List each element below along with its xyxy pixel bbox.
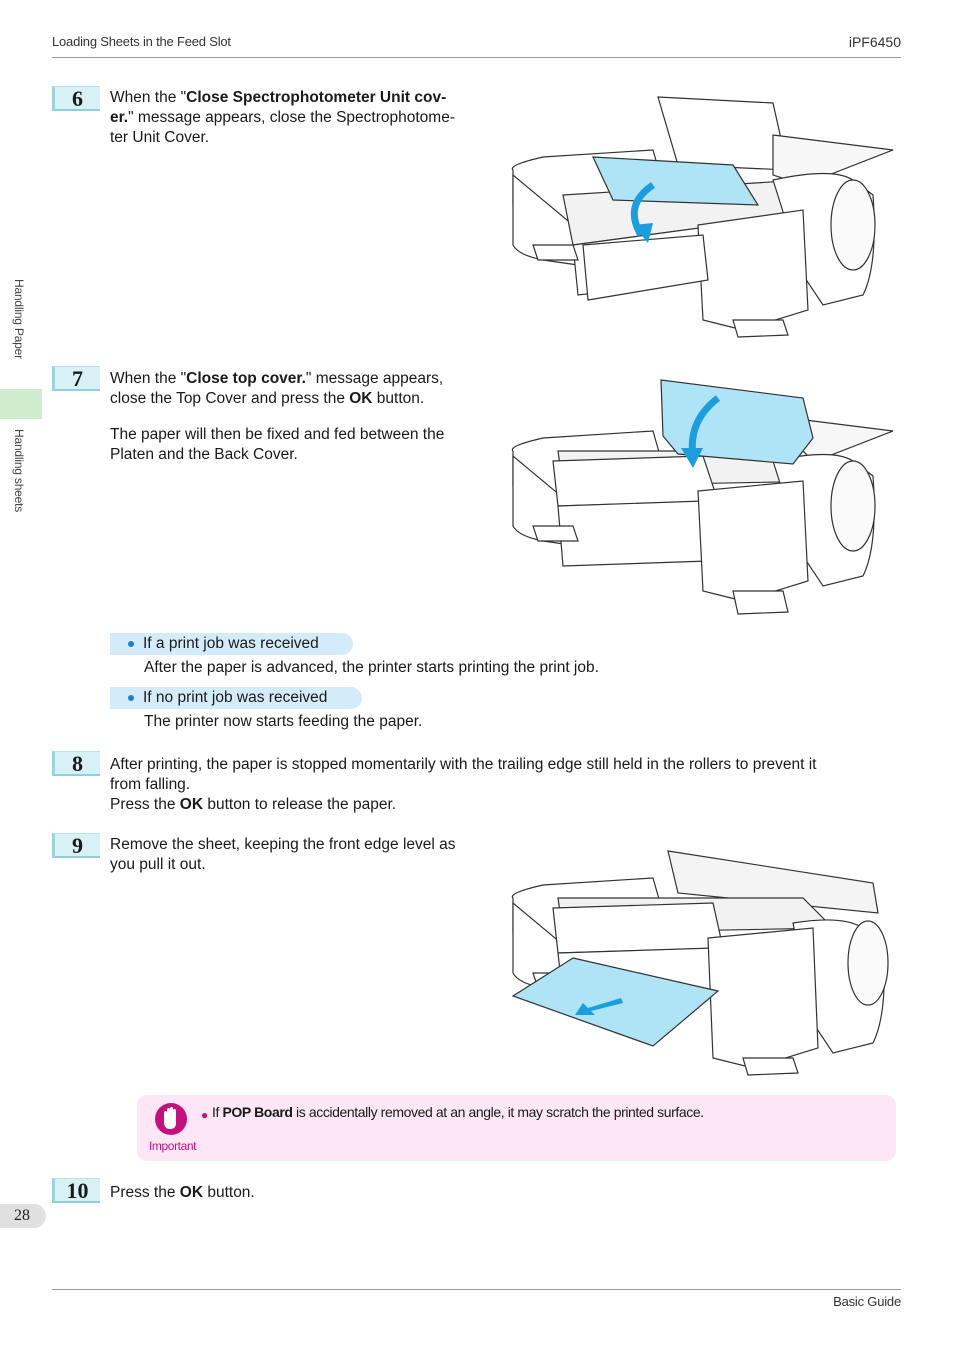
step-9-number: 9 — [52, 833, 100, 858]
step-7-note: The paper will then be fixed and fed bet… — [110, 426, 445, 463]
step-7-text: When the "Close top cover." message appe… — [110, 370, 444, 407]
hand-stop-icon — [155, 1103, 187, 1135]
bullet-print-job-received: If a print job was received — [110, 633, 353, 655]
step-10-number: 10 — [52, 1178, 100, 1203]
chapter-tab-marker — [0, 389, 42, 419]
step-9-text: Remove the sheet, keeping the front edge… — [110, 836, 456, 873]
footer-guide-name: Basic Guide — [833, 1294, 901, 1309]
bullet-dot-icon — [128, 641, 134, 647]
step-6-text: When the "Close Spectrophotometer Unit c… — [110, 89, 455, 146]
printer-close-top-cover-illustration — [511, 379, 894, 615]
step-8-number: 8 — [52, 751, 100, 776]
header-divider — [52, 57, 901, 58]
header-section-title: Loading Sheets in the Feed Slot — [52, 34, 231, 49]
bullet-dot-icon — [128, 695, 134, 701]
printer-remove-sheet-illustration — [511, 850, 889, 1076]
important-label: Important — [149, 1139, 197, 1153]
header-model: iPF6450 — [848, 34, 901, 50]
important-bullet-icon: ● — [201, 1108, 209, 1122]
side-chapter-label: Handling Paper — [12, 279, 26, 359]
step-6-number: 6 — [52, 86, 100, 111]
page-number: 28 — [0, 1204, 46, 1228]
step-7-number: 7 — [52, 366, 100, 391]
side-section-label: Handling sheets — [12, 429, 26, 513]
important-text: If POP Board is accidentally removed at … — [212, 1104, 704, 1120]
step-10-text: Press the OK button. — [110, 1184, 255, 1201]
footer-divider — [52, 1289, 901, 1290]
important-note-box — [137, 1095, 896, 1161]
step-8-text: After printing, the paper is stopped mom… — [110, 756, 817, 813]
printer-close-spectrophotometer-cover-illustration — [511, 96, 894, 338]
bullet-no-print-job: If no print job was received — [110, 687, 362, 709]
bullet-no-print-job-text: The printer now starts feeding the paper… — [144, 713, 423, 730]
bullet-print-job-received-text: After the paper is advanced, the printer… — [144, 659, 599, 676]
